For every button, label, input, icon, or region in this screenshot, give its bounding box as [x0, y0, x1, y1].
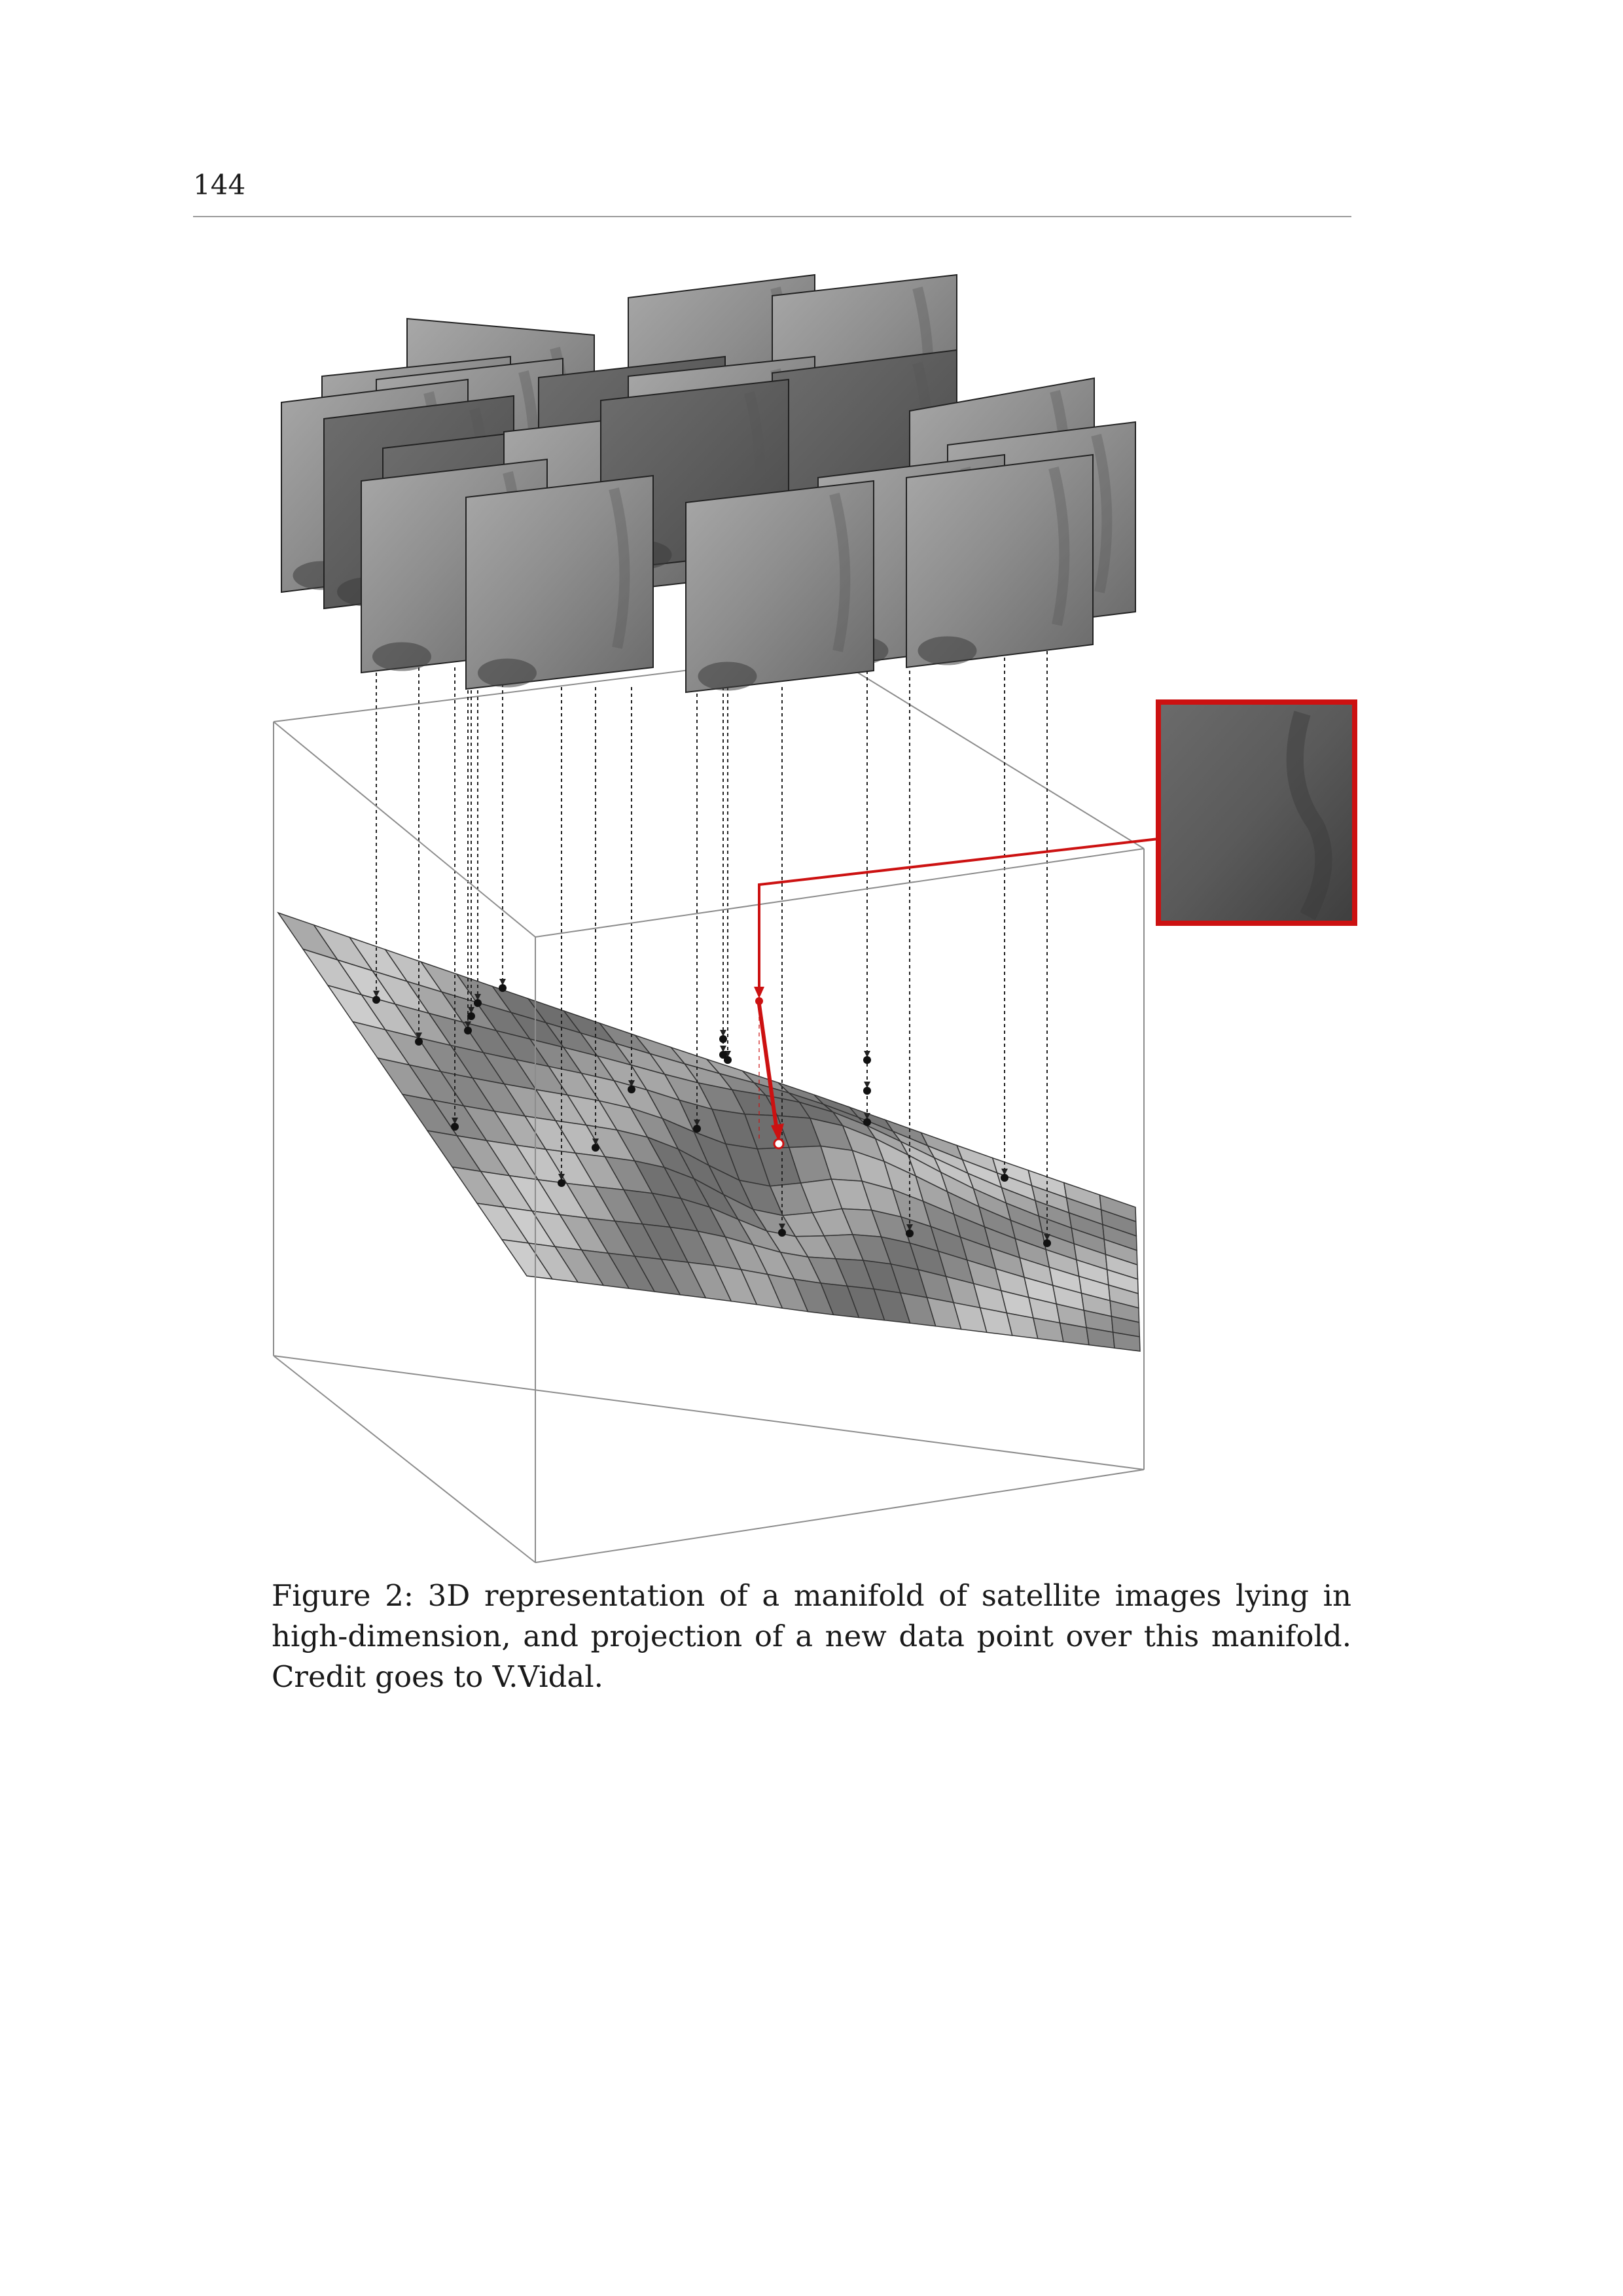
drop-arrowhead	[499, 979, 506, 985]
projection-drop-lines	[373, 645, 1050, 1241]
manifold-point	[863, 1118, 871, 1126]
header-rule	[193, 216, 1351, 217]
manifold-point	[863, 1087, 871, 1095]
manifold-surface	[277, 911, 1141, 1352]
drop-arrowhead	[468, 1007, 474, 1014]
manifold-data-points	[372, 984, 1051, 1247]
tile-dark-feature	[478, 658, 537, 688]
manifold-point	[467, 1012, 475, 1020]
manifold-point	[719, 1035, 727, 1043]
new-data-point-projection	[754, 699, 1357, 1150]
tile-ridge-texture	[609, 487, 630, 649]
manifold-point	[464, 1027, 472, 1034]
manifold-point	[724, 1056, 732, 1064]
projection-arrow	[757, 1004, 779, 1131]
manifold-point	[499, 984, 507, 992]
drop-arrowhead	[373, 991, 380, 997]
drop-arrowhead	[416, 1033, 422, 1039]
drop-arrowhead	[720, 1030, 726, 1036]
manifold-point	[1043, 1239, 1051, 1247]
manifold-point	[592, 1144, 599, 1152]
drop-arrowhead	[465, 1021, 471, 1028]
drop-arrowhead	[864, 1113, 870, 1120]
manifold-point	[415, 1038, 423, 1046]
new-satellite-image	[1156, 699, 1357, 926]
manifold-point	[558, 1179, 565, 1187]
satellite-image-tile	[906, 453, 1094, 669]
drop-arrowhead	[474, 994, 481, 1000]
manifold-point	[906, 1229, 914, 1237]
projection-path	[758, 838, 1159, 995]
new-image-texture	[1286, 711, 1332, 921]
satellite-image-tile	[465, 474, 654, 690]
drop-arrowhead	[694, 1120, 700, 1126]
figure-caption: Figure 2: 3D representation of a manifol…	[272, 1578, 1351, 1694]
drop-arrowhead	[779, 1224, 785, 1230]
drop-arrowhead	[628, 1080, 635, 1087]
tile-ridge-texture	[1048, 467, 1070, 626]
manifold-point	[628, 1086, 635, 1093]
tile-dark-feature	[698, 662, 757, 691]
tile-dark-feature	[372, 642, 431, 671]
projection-arrowhead-end	[771, 1123, 784, 1142]
manifold-figure	[273, 274, 1357, 1563]
satellite-image-stack	[281, 274, 1136, 694]
manifold-point	[778, 1229, 786, 1237]
projection-arrowhead	[754, 987, 764, 998]
manifold-point	[693, 1125, 701, 1133]
drop-arrowhead	[452, 1118, 458, 1124]
tile-ridge-texture	[1091, 434, 1113, 593]
drop-arrowhead	[1001, 1169, 1008, 1175]
drop-arrowhead	[720, 1046, 726, 1052]
manifold-point	[474, 999, 482, 1007]
drop-arrowhead	[864, 1051, 870, 1057]
manifold-point	[719, 1051, 727, 1059]
drop-arrowhead	[558, 1174, 565, 1180]
satellite-image-tile	[685, 480, 874, 694]
bounding-box-front	[273, 721, 1145, 1563]
manifold-point	[372, 996, 380, 1004]
new-point-origin	[755, 997, 763, 1005]
tile-ridge-texture	[829, 493, 851, 652]
drop-arrowhead	[1044, 1234, 1050, 1241]
page-number: 144	[193, 169, 246, 201]
manifold-point	[863, 1056, 871, 1064]
drop-arrowhead	[592, 1139, 599, 1145]
tile-dark-feature	[918, 636, 977, 665]
new-point-projected	[773, 1138, 785, 1150]
drop-arrowhead	[906, 1224, 913, 1231]
manifold-point	[451, 1123, 459, 1131]
mesh-cell	[1112, 1332, 1141, 1352]
manifold-point	[1001, 1174, 1008, 1182]
